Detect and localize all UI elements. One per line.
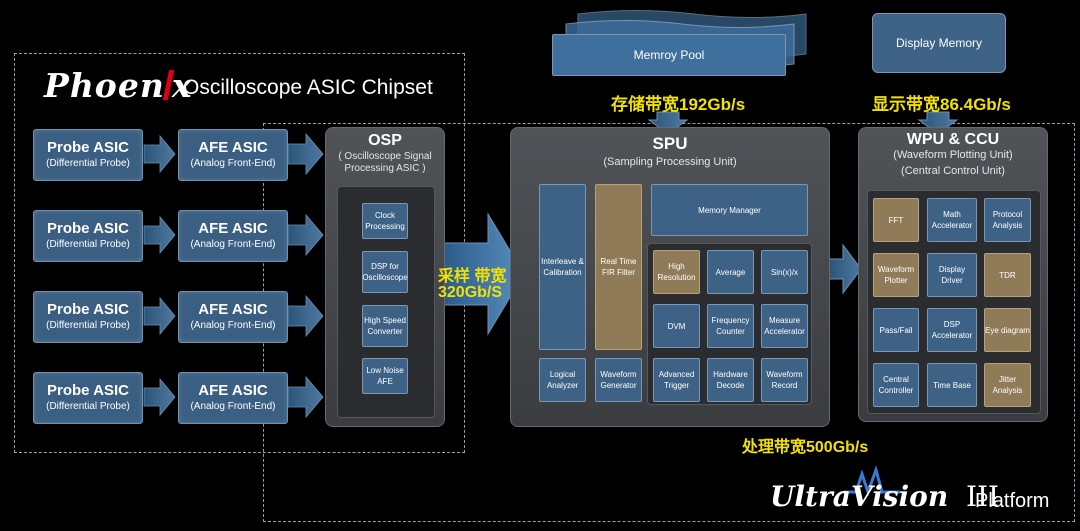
spu-panel: SPU (Sampling Processing Unit) Interleav… [510,127,830,427]
spu-function: Measure Accelerator [761,304,808,348]
chip-title: Probe ASIC [47,139,129,156]
chip-subtitle: (Differential Probe) [46,401,130,412]
arrow-right-icon [143,215,176,255]
storage-bandwidth-label: 存储带宽192Gb/s [611,95,746,114]
interleave-calibration: Interleave & Calibration [539,184,586,350]
chip-subtitle: (Analog Front-End) [190,158,276,169]
spu-function: DVM [653,304,700,348]
wpu-function: Display Driver [927,253,977,297]
osp-subtitle: ( Oscilloscope Signal Processing ASIC ) [338,151,432,174]
osp-panel: OSP ( Oscilloscope Signal Processing ASI… [325,127,445,427]
chip-title: Probe ASIC [47,382,129,399]
sampling-bandwidth-line1: 采样 带宽 [438,268,507,285]
wpu-function: TDR [984,253,1031,297]
wpu-subtitle-1: (Waveform Plotting Unit) [893,149,1013,161]
probe-asic-2: Probe ASIC (Differential Probe) [33,210,143,262]
wpu-function: Central Controller [873,363,919,407]
wpu-subtitle-2: (Central Control Unit) [901,165,1005,177]
arrow-right-icon [143,377,176,417]
spu-function: High Resolution [653,250,700,294]
wpu-title: WPU & CCU [906,131,1000,148]
afe-asic-1: AFE ASIC (Analog Front-End) [178,129,288,181]
waveform-generator: Waveform Generator [595,358,642,402]
wpu-function: Eye diagram [984,308,1031,352]
logical-analyzer: Logical Analyzer [539,358,586,402]
spu-function: Waveform Record [761,358,808,402]
memory-pool: Memroy Pool [552,34,786,76]
wpu-function: Pass/Fail [873,308,919,352]
spu-function: Frequency Counter [707,304,754,348]
osp-block: High Speed Converter [362,305,408,347]
sampling-bandwidth-line2: 320Gb/S [438,284,503,301]
memory-pool-label: Memroy Pool [633,48,705,62]
chip-title: AFE ASIC [198,220,268,237]
spu-function: Advanced Trigger [653,358,700,402]
spu-function: Average [707,250,754,294]
spu-subtitle: (Sampling Processing Unit) [603,156,737,168]
display-bandwidth-label: 显示带宽86.4Gb/s [872,95,1011,114]
processing-bandwidth-label: 处理带宽500Gb/s [742,439,869,456]
chip-title: AFE ASIC [198,301,268,318]
chip-subtitle: (Differential Probe) [46,239,130,250]
chip-title: Probe ASIC [47,301,129,318]
arrow-right-icon [143,134,176,174]
brand-numeral: III [965,480,1000,513]
arrow-right-icon [287,294,324,338]
probe-asic-3: Probe ASIC (Differential Probe) [33,291,143,343]
ultravision-wave-icon [844,466,900,496]
wpu-function: Protocol Analysis [984,198,1031,242]
memory-manager: Memory Manager [651,184,808,236]
chip-subtitle: (Differential Probe) [46,158,130,169]
wpu-function: Jitter Analysis [984,363,1031,407]
chipset-title: Oscilloscope ASIC Chipset [183,76,433,99]
arrow-right-icon [143,296,176,336]
wpu-function: DSP Accelerator [927,308,977,352]
osp-block: DSP for Oscilloscope [362,251,408,293]
afe-asic-4: AFE ASIC (Analog Front-End) [178,372,288,424]
chip-subtitle: (Analog Front-End) [190,320,276,331]
ultravision-logo: UltraVision III [770,480,999,513]
display-memory: Display Memory [872,13,1006,73]
probe-asic-1: Probe ASIC (Differential Probe) [33,129,143,181]
probe-asic-4: Probe ASIC (Differential Probe) [33,372,143,424]
spu-title: SPU [652,134,688,153]
chip-title: AFE ASIC [198,139,268,156]
afe-asic-3: AFE ASIC (Analog Front-End) [178,291,288,343]
osp-title: OSP [368,132,402,149]
afe-asic-2: AFE ASIC (Analog Front-End) [178,210,288,262]
fir-filter: Real Time FIR Filter [595,184,642,350]
chip-subtitle: (Analog Front-End) [190,239,276,250]
arrow-right-icon [828,243,862,295]
chip-title: Probe ASIC [47,220,129,237]
chip-title: AFE ASIC [198,382,268,399]
osp-block: Low Noise AFE [362,358,408,394]
wpu-function: Waveform Plotter [873,253,919,297]
chip-subtitle: (Differential Probe) [46,320,130,331]
osp-block: Clock Processing [362,203,408,239]
wpu-function: Time Base [927,363,977,407]
arrow-right-icon [287,132,324,176]
arrow-right-icon [287,375,324,419]
wpu-function: FFT [873,198,919,242]
platform-label: Platform [975,490,1050,512]
wpu-function: Math Accelerator [927,198,977,242]
brand-name: UltraVision [770,480,949,513]
display-memory-label: Display Memory [895,36,982,50]
spu-function: Hardware Decode [707,358,754,402]
wpu-ccu-panel: WPU & CCU (Waveform Plotting Unit) (Cent… [858,127,1048,422]
spu-function: Sin(x)/x [761,250,808,294]
arrow-right-icon [287,213,324,257]
chip-subtitle: (Analog Front-End) [190,401,276,412]
